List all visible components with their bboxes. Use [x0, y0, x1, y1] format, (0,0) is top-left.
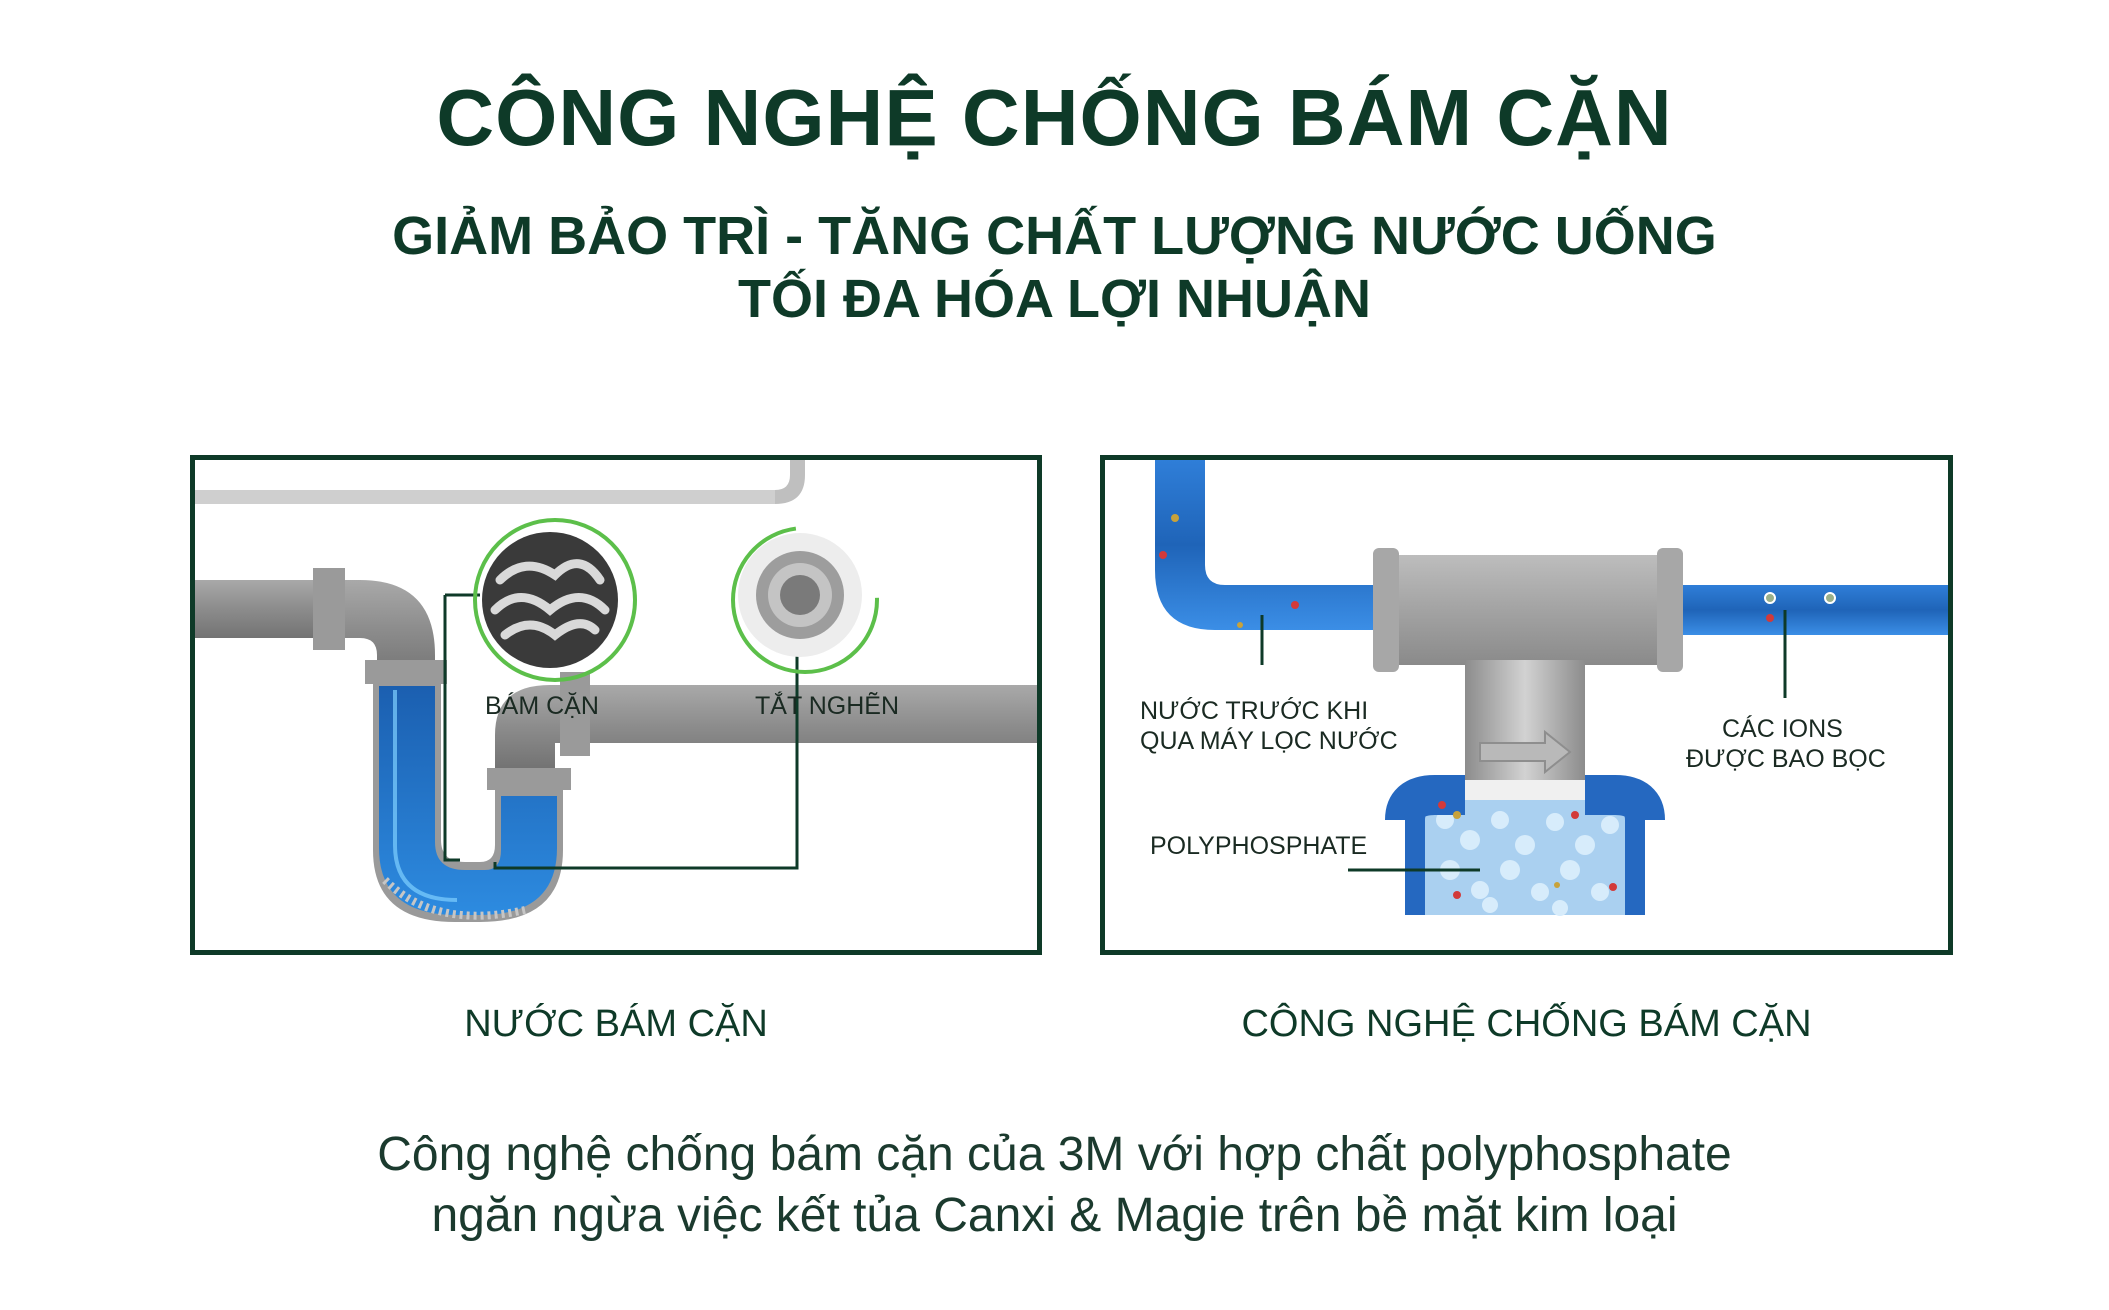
subtitle-line-2: TỐI ĐA HÓA LỢI NHUẬN — [737, 269, 1372, 329]
left-pipe-flange — [313, 568, 345, 650]
trap-inlet-flange — [365, 660, 447, 684]
inlet-water-label-2: QUA MÁY LỌC NƯỚC — [1140, 727, 1398, 755]
ion-particles — [1159, 514, 1836, 899]
top-thin-pipe — [195, 490, 775, 504]
outlet-blue-pipe — [1665, 585, 1948, 635]
anti-scale-caption: CÔNG NGHỆ CHỐNG BÁM CẶN — [1241, 1003, 1812, 1045]
scale-leader-line — [443, 595, 460, 862]
anti-scale-panel: NƯỚC TRƯỚC KHI QUA MÁY LỌC NƯỚC CÁC IONS… — [1100, 455, 1953, 955]
flow-arrow — [1479, 729, 1572, 775]
scaling-water-panel: BÁM CẶN TẮT NGHẼN — [190, 455, 1042, 955]
clog-label: TẮT NGHẼN — [755, 692, 899, 720]
polyphosphate-label: POLYPHOSPHATE — [1150, 832, 1368, 860]
description-line-1: Công nghệ chống bám cặn của 3M với hợp c… — [377, 1128, 1732, 1181]
trap-outlet-flange — [487, 768, 571, 790]
page-title: CÔNG NGHỆ CHỐNG BÁM CẶN — [436, 73, 1673, 162]
t-fitting-body — [1380, 555, 1675, 665]
left-pipe-elbow — [345, 580, 435, 680]
clog-leader-line — [493, 650, 799, 870]
inlet-blue-pipe — [1155, 460, 1385, 630]
right-pipe-flange — [560, 672, 590, 756]
description-line-2: ngăn ngừa việc kết tủa Canxi & Magie trê… — [431, 1189, 1678, 1242]
top-pipe-elbow — [775, 460, 805, 504]
scale-label: BÁM CẶN — [485, 692, 599, 720]
ions-label-1: CÁC IONS — [1722, 715, 1843, 743]
water-highlight — [393, 690, 458, 902]
ions-label-2: ĐƯỢC BAO BỌC — [1686, 745, 1886, 773]
scale-zoom-ring — [473, 518, 637, 682]
subtitle-line-1: GIẢM BẢO TRÌ - TĂNG CHẤT LƯỢNG NƯỚC UỐNG — [392, 206, 1717, 266]
t-fitting-right-collar — [1657, 548, 1683, 672]
trap-water — [379, 686, 557, 915]
scale-deposit — [382, 877, 526, 920]
scaling-water-caption: NƯỚC BÁM CẶN — [464, 1003, 768, 1045]
scaled-pipe-illustration — [195, 460, 1037, 922]
inlet-water-label-1: NƯỚC TRƯỚC KHI — [1140, 697, 1369, 725]
right-horizontal-pipe — [495, 685, 1037, 768]
anti-scale-illustration — [1155, 460, 1948, 916]
left-horizontal-pipe — [195, 580, 335, 638]
t-fitting-left-collar — [1373, 548, 1399, 672]
clog-zoom-ring — [731, 526, 879, 674]
